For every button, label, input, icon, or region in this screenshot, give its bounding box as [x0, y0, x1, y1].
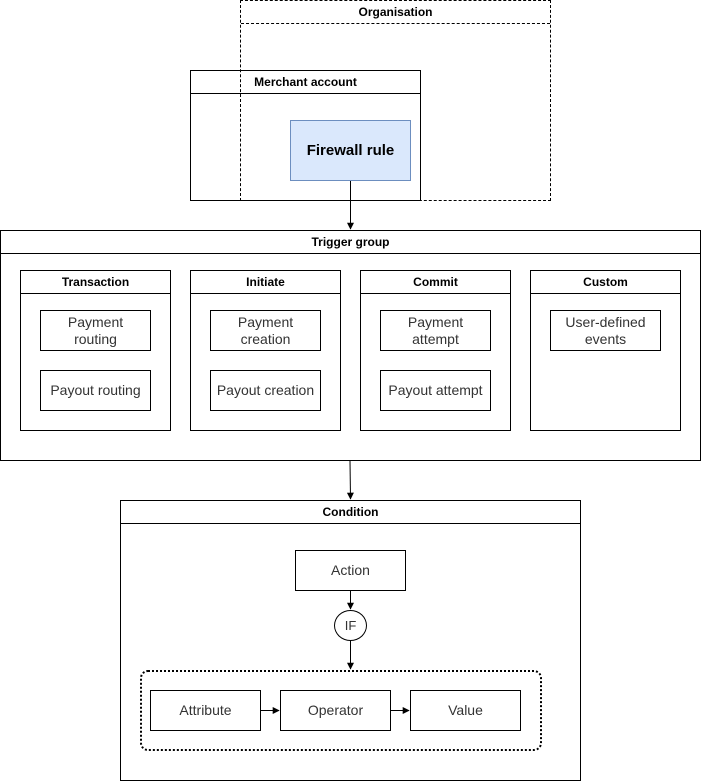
if-node[interactable]: IF: [334, 610, 367, 641]
merchant-account-container: Merchant account: [190, 70, 421, 201]
payout-routing-node[interactable]: Payout routing: [40, 370, 151, 411]
payout-attempt-node[interactable]: Payout attempt: [380, 370, 491, 411]
value-node[interactable]: Value: [410, 690, 521, 731]
organisation-label: Organisation: [241, 1, 550, 24]
group-custom-label: Custom: [531, 271, 680, 294]
condition-label: Condition: [121, 501, 580, 524]
expression-group: [140, 670, 542, 751]
group-transaction-label: Transaction: [21, 271, 170, 294]
payment-attempt-label: Payment attempt: [407, 313, 464, 347]
user-defined-events-label: User-defined events: [565, 313, 646, 347]
payment-creation-label: Payment creation: [237, 313, 294, 347]
action-node[interactable]: Action: [295, 550, 406, 591]
payment-attempt-node[interactable]: Payment attempt: [380, 310, 491, 351]
operator-node[interactable]: Operator: [280, 690, 391, 731]
payment-creation-node[interactable]: Payment creation: [210, 310, 321, 351]
trigger-group-label: Trigger group: [1, 231, 700, 254]
group-commit-label: Commit: [361, 271, 510, 294]
payout-creation-node[interactable]: Payout creation: [210, 370, 321, 411]
attribute-node[interactable]: Attribute: [150, 690, 261, 731]
payment-routing-node[interactable]: Payment routing: [40, 310, 151, 351]
user-defined-events-node[interactable]: User-defined events: [550, 310, 661, 351]
firewall-rule-node[interactable]: Firewall rule: [290, 120, 411, 181]
arrow-trigger-to-condition: [346, 460, 354, 500]
group-initiate-label: Initiate: [191, 271, 340, 294]
merchant-account-label: Merchant account: [191, 71, 420, 94]
